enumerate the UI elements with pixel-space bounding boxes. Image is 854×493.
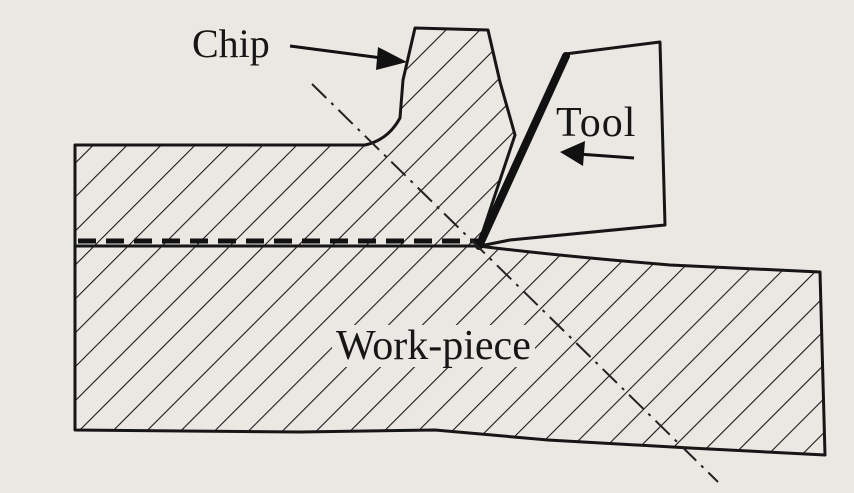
chip-arrow — [289, 44, 407, 70]
chip-label: Chip — [192, 21, 270, 66]
workpiece-label: Work-piece — [332, 325, 535, 367]
shear-plane-line — [311, 83, 719, 483]
tool-rake-face — [475, 52, 570, 250]
tool-label: Tool — [556, 100, 637, 146]
chip-body — [73, 26, 517, 248]
tool-direction-arrow — [560, 141, 635, 166]
